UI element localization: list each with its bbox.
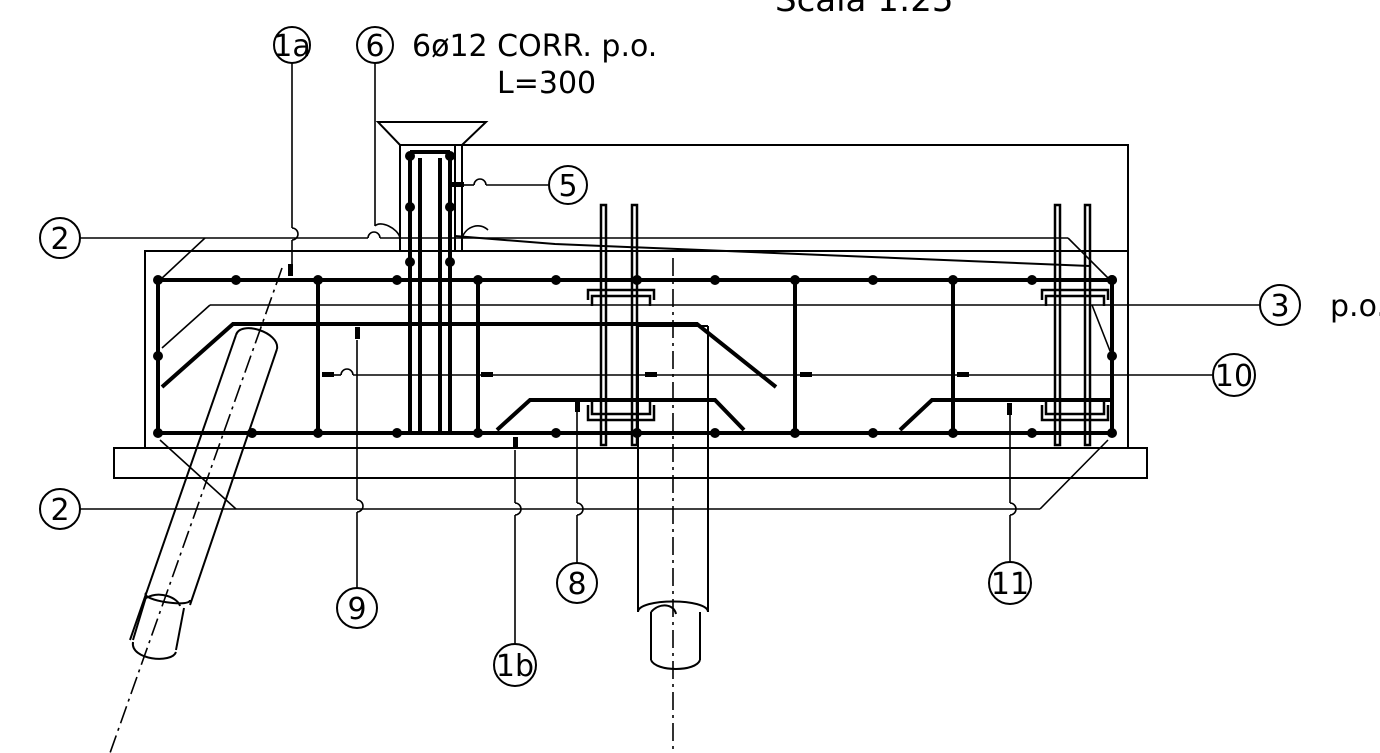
marker-11: 11 bbox=[988, 561, 1032, 605]
marker-6: 6 bbox=[356, 26, 394, 64]
marker-6-label: 6 bbox=[365, 29, 384, 64]
marker-8-label: 8 bbox=[567, 567, 586, 602]
marker-5-label: 5 bbox=[558, 169, 577, 204]
marker-1b-label: 1b bbox=[496, 649, 534, 684]
pile-right bbox=[637, 325, 709, 670]
marker-1a-label: 1a bbox=[273, 29, 310, 64]
reinforcement-bars bbox=[156, 150, 1114, 435]
rebar-length-note: L=300 bbox=[497, 66, 596, 101]
pile-left bbox=[129, 327, 279, 660]
marker-9: 9 bbox=[336, 587, 378, 629]
marker-2-top: 2 bbox=[39, 217, 81, 259]
marker-1b: 1b bbox=[493, 643, 537, 687]
marker-3-label: 3 bbox=[1270, 289, 1289, 324]
marker-8: 8 bbox=[556, 562, 598, 604]
anchor-bolts bbox=[586, 203, 1110, 447]
rebar-note: 6ø12 CORR. p.o. bbox=[412, 29, 657, 64]
concrete-outline bbox=[113, 121, 1148, 479]
leader-lines bbox=[80, 62, 1260, 645]
marker-9-label: 9 bbox=[347, 592, 366, 627]
axis-lines bbox=[109, 258, 674, 753]
rebar-dots bbox=[153, 151, 1117, 438]
marker-3-suffix: p.o. bbox=[1330, 289, 1380, 324]
marker-10: 10 bbox=[1212, 353, 1256, 397]
marker-11-label: 11 bbox=[991, 567, 1029, 602]
marker-2-top-label: 2 bbox=[50, 222, 69, 257]
scale-label: Scala 1:25 bbox=[775, 0, 954, 20]
marker-10-label: 10 bbox=[1215, 359, 1253, 394]
marker-3: 3 bbox=[1259, 284, 1301, 326]
marker-2-bottom-label: 2 bbox=[50, 493, 69, 528]
marker-2-bottom: 2 bbox=[39, 488, 81, 530]
marker-1a: 1a bbox=[273, 26, 311, 64]
marker-5: 5 bbox=[548, 165, 588, 205]
